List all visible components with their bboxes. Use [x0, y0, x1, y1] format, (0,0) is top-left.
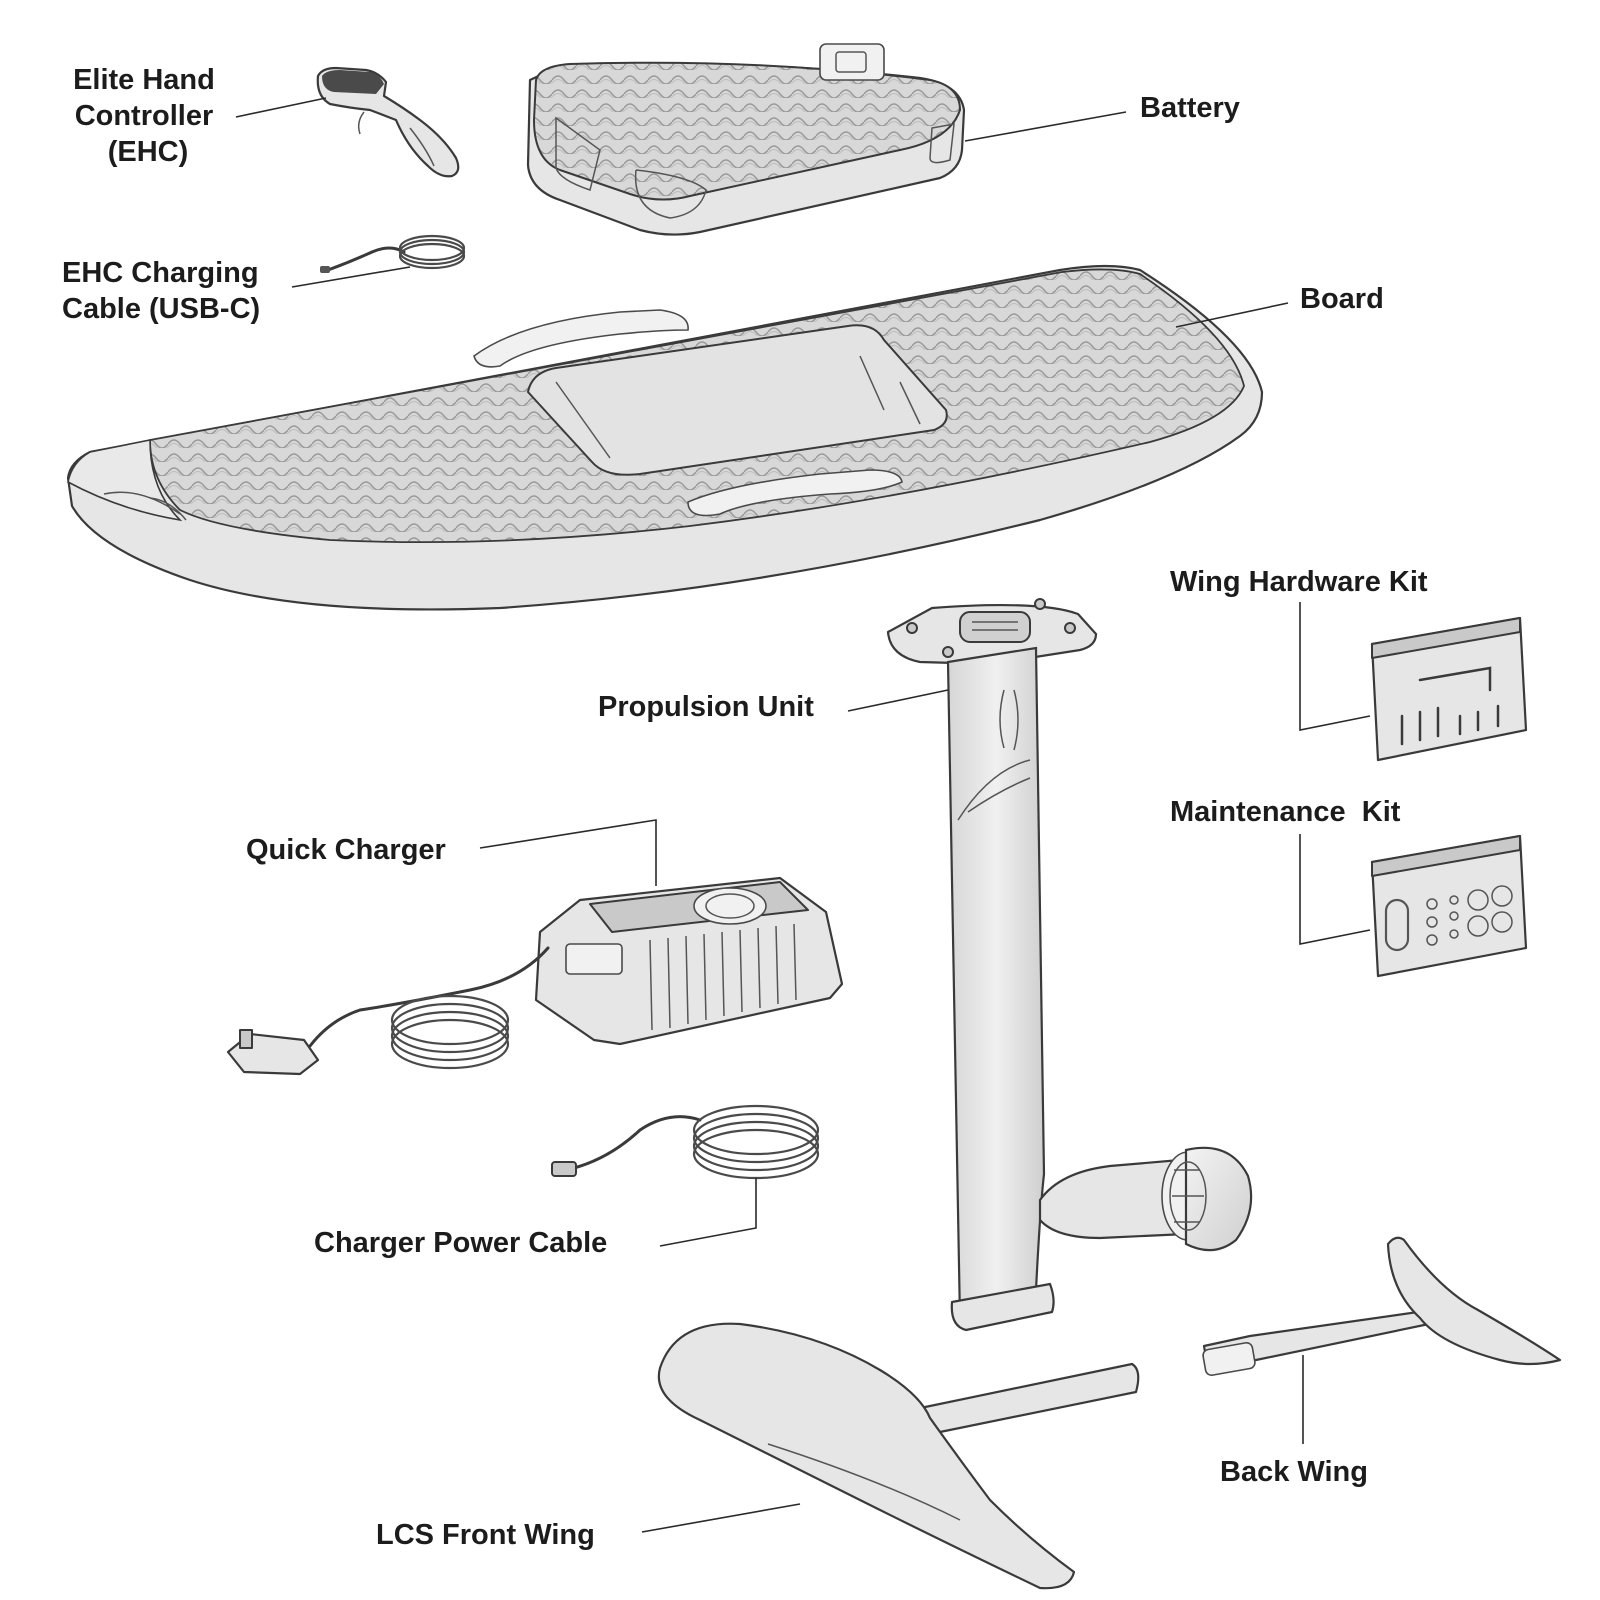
charger-power-cable-label: Charger Power Cable: [314, 1227, 607, 1259]
propulsion-unit-leader-line: [847, 689, 949, 712]
wing-hardware-kit-leader-line: [1299, 602, 1371, 731]
maintenance-kit-label: Maintenance Kit: [1170, 796, 1401, 828]
ehc-cable-leader-line: [291, 266, 411, 288]
ehc-label-line-2: Controller: [75, 100, 214, 132]
ehc-label: Elite Hand Controller (EHC): [73, 64, 223, 168]
board-label: Board: [1300, 283, 1384, 315]
lcs-front-wing-label: LCS Front Wing: [376, 1519, 595, 1551]
quick-charger-leader-line: [479, 819, 657, 886]
battery-illustration: Battery: [526, 43, 1240, 236]
ehc-charging-cable-illustration: EHC Charging Cable (USB-C): [62, 234, 466, 325]
wing-hardware-kit-illustration: Wing Hardware Kit: [1170, 566, 1528, 762]
lcs-front-wing-leader-line: [641, 1503, 801, 1533]
ehc-leader-line: [235, 97, 327, 118]
maintenance-kit-leader-line: [1299, 834, 1371, 945]
back-wing-label: Back Wing: [1220, 1456, 1368, 1488]
board-leader-line: [1175, 302, 1289, 328]
wing-hardware-kit-label: Wing Hardware Kit: [1170, 566, 1428, 598]
ehc-label-line-1: Elite Hand: [73, 64, 215, 96]
maintenance-kit-illustration: Maintenance Kit: [1170, 796, 1528, 978]
battery-label: Battery: [1140, 92, 1240, 124]
battery-leader-line: [964, 111, 1127, 142]
propulsion-unit-illustration: Propulsion Unit: [598, 598, 1253, 1332]
ehc-cable-label: EHC Charging Cable (USB-C): [62, 257, 267, 325]
quick-charger-illustration: Quick Charger: [226, 819, 844, 1076]
lcs-front-wing-illustration: LCS Front Wing: [376, 1322, 1140, 1590]
charger-power-cable-illustration: Charger Power Cable: [314, 1104, 820, 1259]
quick-charger-label: Quick Charger: [246, 834, 446, 866]
ehc-cable-label-line-2: Cable (USB-C): [62, 293, 260, 325]
hand-controller-illustration: Elite Hand Controller (EHC): [73, 64, 460, 178]
charger-power-cable-leader-line: [659, 1178, 757, 1247]
ehc-cable-label-line-1: EHC Charging: [62, 257, 259, 289]
back-wing-illustration: Back Wing: [1202, 1236, 1562, 1488]
propulsion-unit-label: Propulsion Unit: [598, 691, 814, 723]
board-illustration: Board: [66, 264, 1384, 611]
ehc-label-line-3: (EHC): [108, 136, 189, 168]
